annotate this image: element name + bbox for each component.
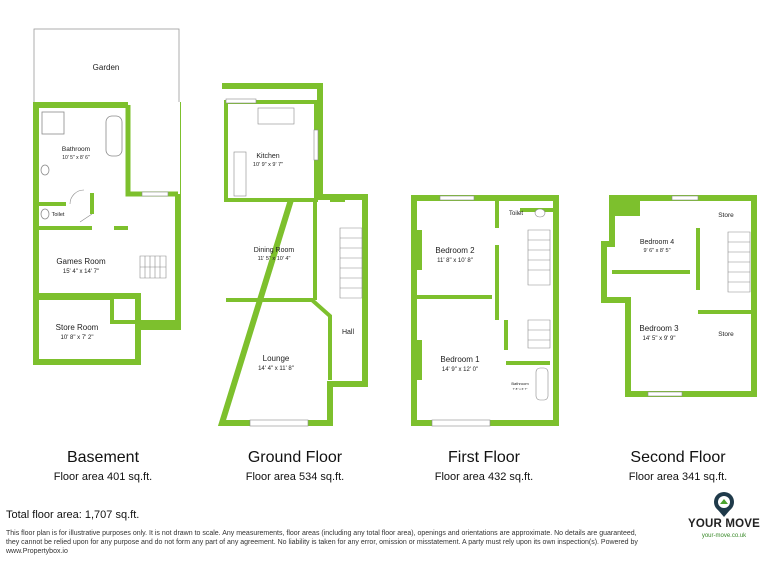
bathroom-1-dim: 7' 8" x 6' 7" [513,387,528,391]
bathroom-b-dim: 10' 5" x 8' 6" [62,155,90,161]
bathroom-b-label: Bathroom [62,146,90,153]
kitchen-side-window [313,129,319,161]
total-floor-area: Total floor area: 1,707 sq.ft. [6,509,140,521]
second-roof-block [612,198,640,214]
kitchen-dim: 10' 9" x 9' 7" [253,162,283,168]
basin-fixture [40,164,50,176]
your-move-logo: YOUR MOVE your-move.co.uk [680,490,768,550]
floor-title-ground: Ground Floor [247,449,343,466]
bedroom3-dim: 14' 5" x 9' 9" [643,336,676,342]
games-room-label: Games Room [56,257,106,266]
first-bath-fixture [535,367,549,401]
basement-internal-walls [36,193,175,324]
first-stairs [527,229,551,349]
first-top-window [439,195,475,201]
store-a-label: Store [718,212,734,219]
second-bottom-window [647,391,683,397]
second-floor-plan: Bedroom 4 9' 6" x 8' 5" Store Bedroom 3 … [601,195,757,397]
floor-area-basement: Floor area 401 sq.ft. [53,471,153,483]
games-room-dim: 15' 4" x 14' 7" [63,269,99,275]
kitchen-counter-side [233,151,247,197]
floor-title-first: First Floor [448,449,520,466]
ground-top-window [225,98,257,104]
dining-room-dim: 11' 5" x 10' 4" [258,256,291,262]
floor-area-first: Floor area 432 sq.ft. [434,471,534,483]
bathroom-1-label: Bathroom [511,381,529,386]
logo-url: your-move.co.uk [701,533,747,539]
door-arc [69,189,93,223]
first-floor-plan: Bedroom 2 11' 8" x 10' 8" Toilet Bedroom… [411,195,559,427]
toilet-fixture [40,208,50,220]
basement-window [141,191,169,197]
store-room-label: Store Room [56,323,99,332]
floor-title-basement: Basement [66,449,140,466]
hall-label: Hall [342,329,355,336]
second-top-window [671,195,699,201]
ground-stairs [339,227,363,299]
ground-internal-walls [226,198,345,380]
ground-floor-plan: Kitchen 10' 9" x 9' 7" Dining Room 11' 5… [217,83,368,427]
first-bay-window [431,419,491,427]
kitchen-counter [257,107,295,125]
dining-room-label: Dining Room [254,247,295,254]
bedroom2-label: Bedroom 2 [435,246,475,255]
garden-label: Garden [93,63,120,72]
second-internal-walls [612,212,751,314]
first-internal-walls [414,198,553,365]
floor-area-ground: Floor area 534 sq.ft. [245,471,345,483]
bedroom1-dim: 14' 9" x 12' 0" [442,367,478,373]
floor-title-second: Second Floor [630,449,726,466]
lounge-dim: 14' 4" x 11' 8" [258,366,294,372]
lounge-bay-window [249,419,309,427]
basement-upper-right-gap [128,102,180,194]
logo-name: YOUR MOVE [687,518,761,530]
bed2-wardrobe [417,230,422,270]
lounge-label: Lounge [263,354,290,363]
bedroom4-dim: 9' 6" x 8' 5" [643,248,670,254]
house-pin-icon [714,492,734,517]
bedroom3-label: Bedroom 3 [639,324,679,333]
basement-plan: Garden Bathroom 10' 5" x 8' 6" Toilet Ga… [33,28,181,365]
first-outline [411,195,559,426]
disclaimer-text: This floor plan is for illustrative purp… [6,530,638,555]
bed1-wardrobe [417,340,422,380]
floor-area-second: Floor area 341 sq.ft. [628,471,728,483]
first-toilet-fixture [534,208,546,218]
shower-fixture [41,111,65,135]
bath-fixture [105,115,123,157]
bedroom2-dim: 11' 8" x 10' 8" [437,258,473,264]
store-b-label: Store [718,331,734,338]
store-room-dim: 10' 8" x 7' 2" [61,335,94,341]
floor-plan: Garden Bathroom 10' 5" x 8' 6" Toilet Ga… [33,28,757,427]
bedroom1-label: Bedroom 1 [440,355,480,364]
kitchen-label: Kitchen [256,153,279,160]
store-room-floor [39,299,135,359]
second-stairs [727,231,751,293]
second-outline [601,195,757,397]
stairs-fixture [139,255,167,279]
bedroom4-label: Bedroom 4 [640,239,674,246]
toilet-b-label: Toilet [52,212,65,218]
toilet-1-label: Toilet [509,211,523,217]
